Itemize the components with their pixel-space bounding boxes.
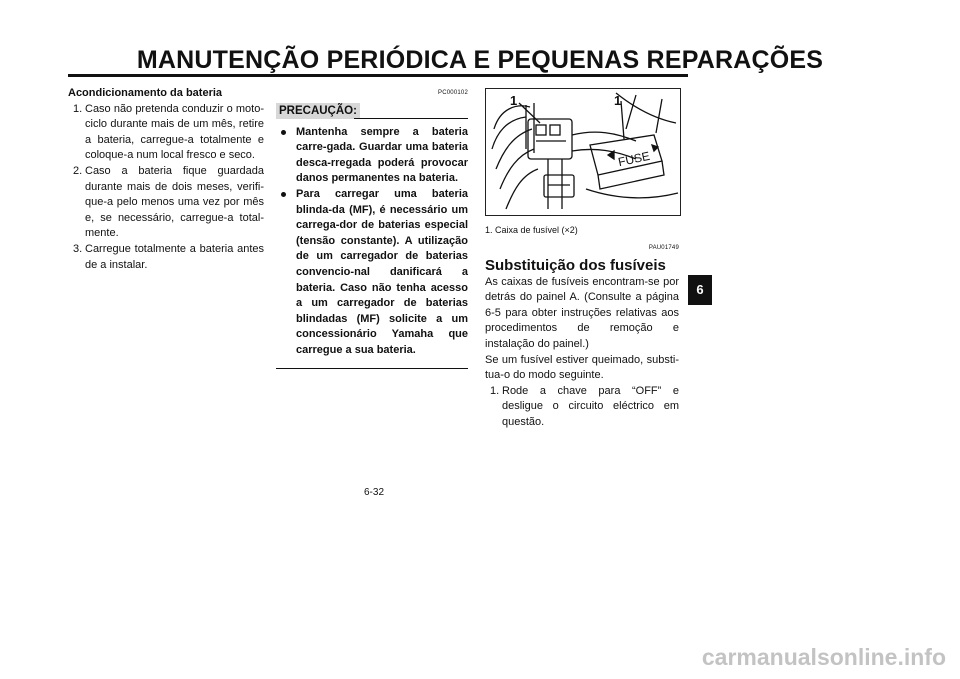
caution-end-rule: [276, 367, 468, 369]
page-title: MANUTENÇÃO PERIÓDICA E PEQUENAS REPARAÇÕ…: [136, 46, 824, 74]
step-text: Carregue totalmente a bateria antes de a…: [85, 242, 264, 271]
bullet-icon: [281, 191, 286, 197]
title-rule: [68, 74, 688, 77]
bullet-text: Para carregar uma bateria blinda-da (MF)…: [296, 187, 468, 356]
fuse-label: FUSE: [617, 149, 651, 169]
caution-rule: [354, 117, 468, 119]
paragraph: As caixas de fusíveis encontram-se por d…: [485, 275, 679, 350]
bullet-text: Mantenha sempre a bateria carre-gada. Gu…: [296, 125, 468, 185]
battery-storage-steps: 1.Caso não pretenda conduzir o moto-cicl…: [68, 102, 264, 274]
paragraph: Se um fusível estiver queimado, substi-t…: [485, 353, 679, 382]
caution-ref-code: PC000102: [438, 90, 468, 96]
step-number: 1.: [73, 102, 83, 115]
fuse-box-drawing: 1 1 FUSE: [491, 92, 679, 210]
figure-caption: 1. Caixa de fusível (×2): [485, 225, 578, 235]
section-ref-code: PAU01749: [648, 245, 679, 251]
caution-header: PRECAUÇÃO:: [276, 102, 468, 119]
chapter-tab: 6: [688, 275, 712, 305]
list-item: 1.Rode a chave para “OFF” e desligue o c…: [485, 384, 679, 431]
battery-storage-section: Acondicionamento da bateria 1.Caso não p…: [68, 86, 264, 273]
list-item: Mantenha sempre a bateria carre-gada. Gu…: [276, 125, 468, 187]
fuse-steps: 1.Rode a chave para “OFF” e desligue o c…: [485, 384, 679, 431]
list-item: Para carregar uma bateria blinda-da (MF)…: [276, 187, 468, 359]
step-text: Caso a bateria fique guardada durante ma…: [85, 164, 264, 240]
step-number: 3.: [73, 242, 83, 255]
step-text: Rode a chave para “OFF” e desligue o cir…: [502, 384, 679, 428]
step-number: 2.: [73, 164, 83, 177]
list-item: 3.Carregue totalmente a bateria antes de…: [68, 242, 264, 273]
figure-callout: 1: [510, 93, 517, 108]
page-number: 6-32: [364, 487, 385, 498]
fuse-box-illustration: 1 1 FUSE: [485, 88, 681, 216]
caution-box: PC000102 PRECAUÇÃO: Mantenha sempre a ba…: [276, 86, 468, 369]
caution-label: PRECAUÇÃO:: [276, 102, 360, 119]
watermark: carmanualsonline.info: [701, 644, 946, 670]
step-text: Caso não pretenda conduzir o moto-ciclo …: [85, 102, 264, 162]
figure-callout: 1: [614, 93, 621, 108]
caution-bullets: Mantenha sempre a bateria carre-gada. Gu…: [276, 125, 468, 359]
battery-storage-heading: Acondicionamento da bateria: [68, 87, 223, 99]
list-item: 2.Caso a bateria fique guardada durante …: [68, 164, 264, 242]
step-number: 1.: [490, 384, 500, 397]
fuse-section: 1 1 FUSE 1. Caixa de fusível (×2) PAU017…: [485, 86, 681, 431]
section-title: Substituição dos fusíveis: [485, 256, 666, 274]
bullet-icon: [281, 129, 286, 135]
list-item: 1.Caso não pretenda conduzir o moto-cicl…: [68, 102, 264, 164]
